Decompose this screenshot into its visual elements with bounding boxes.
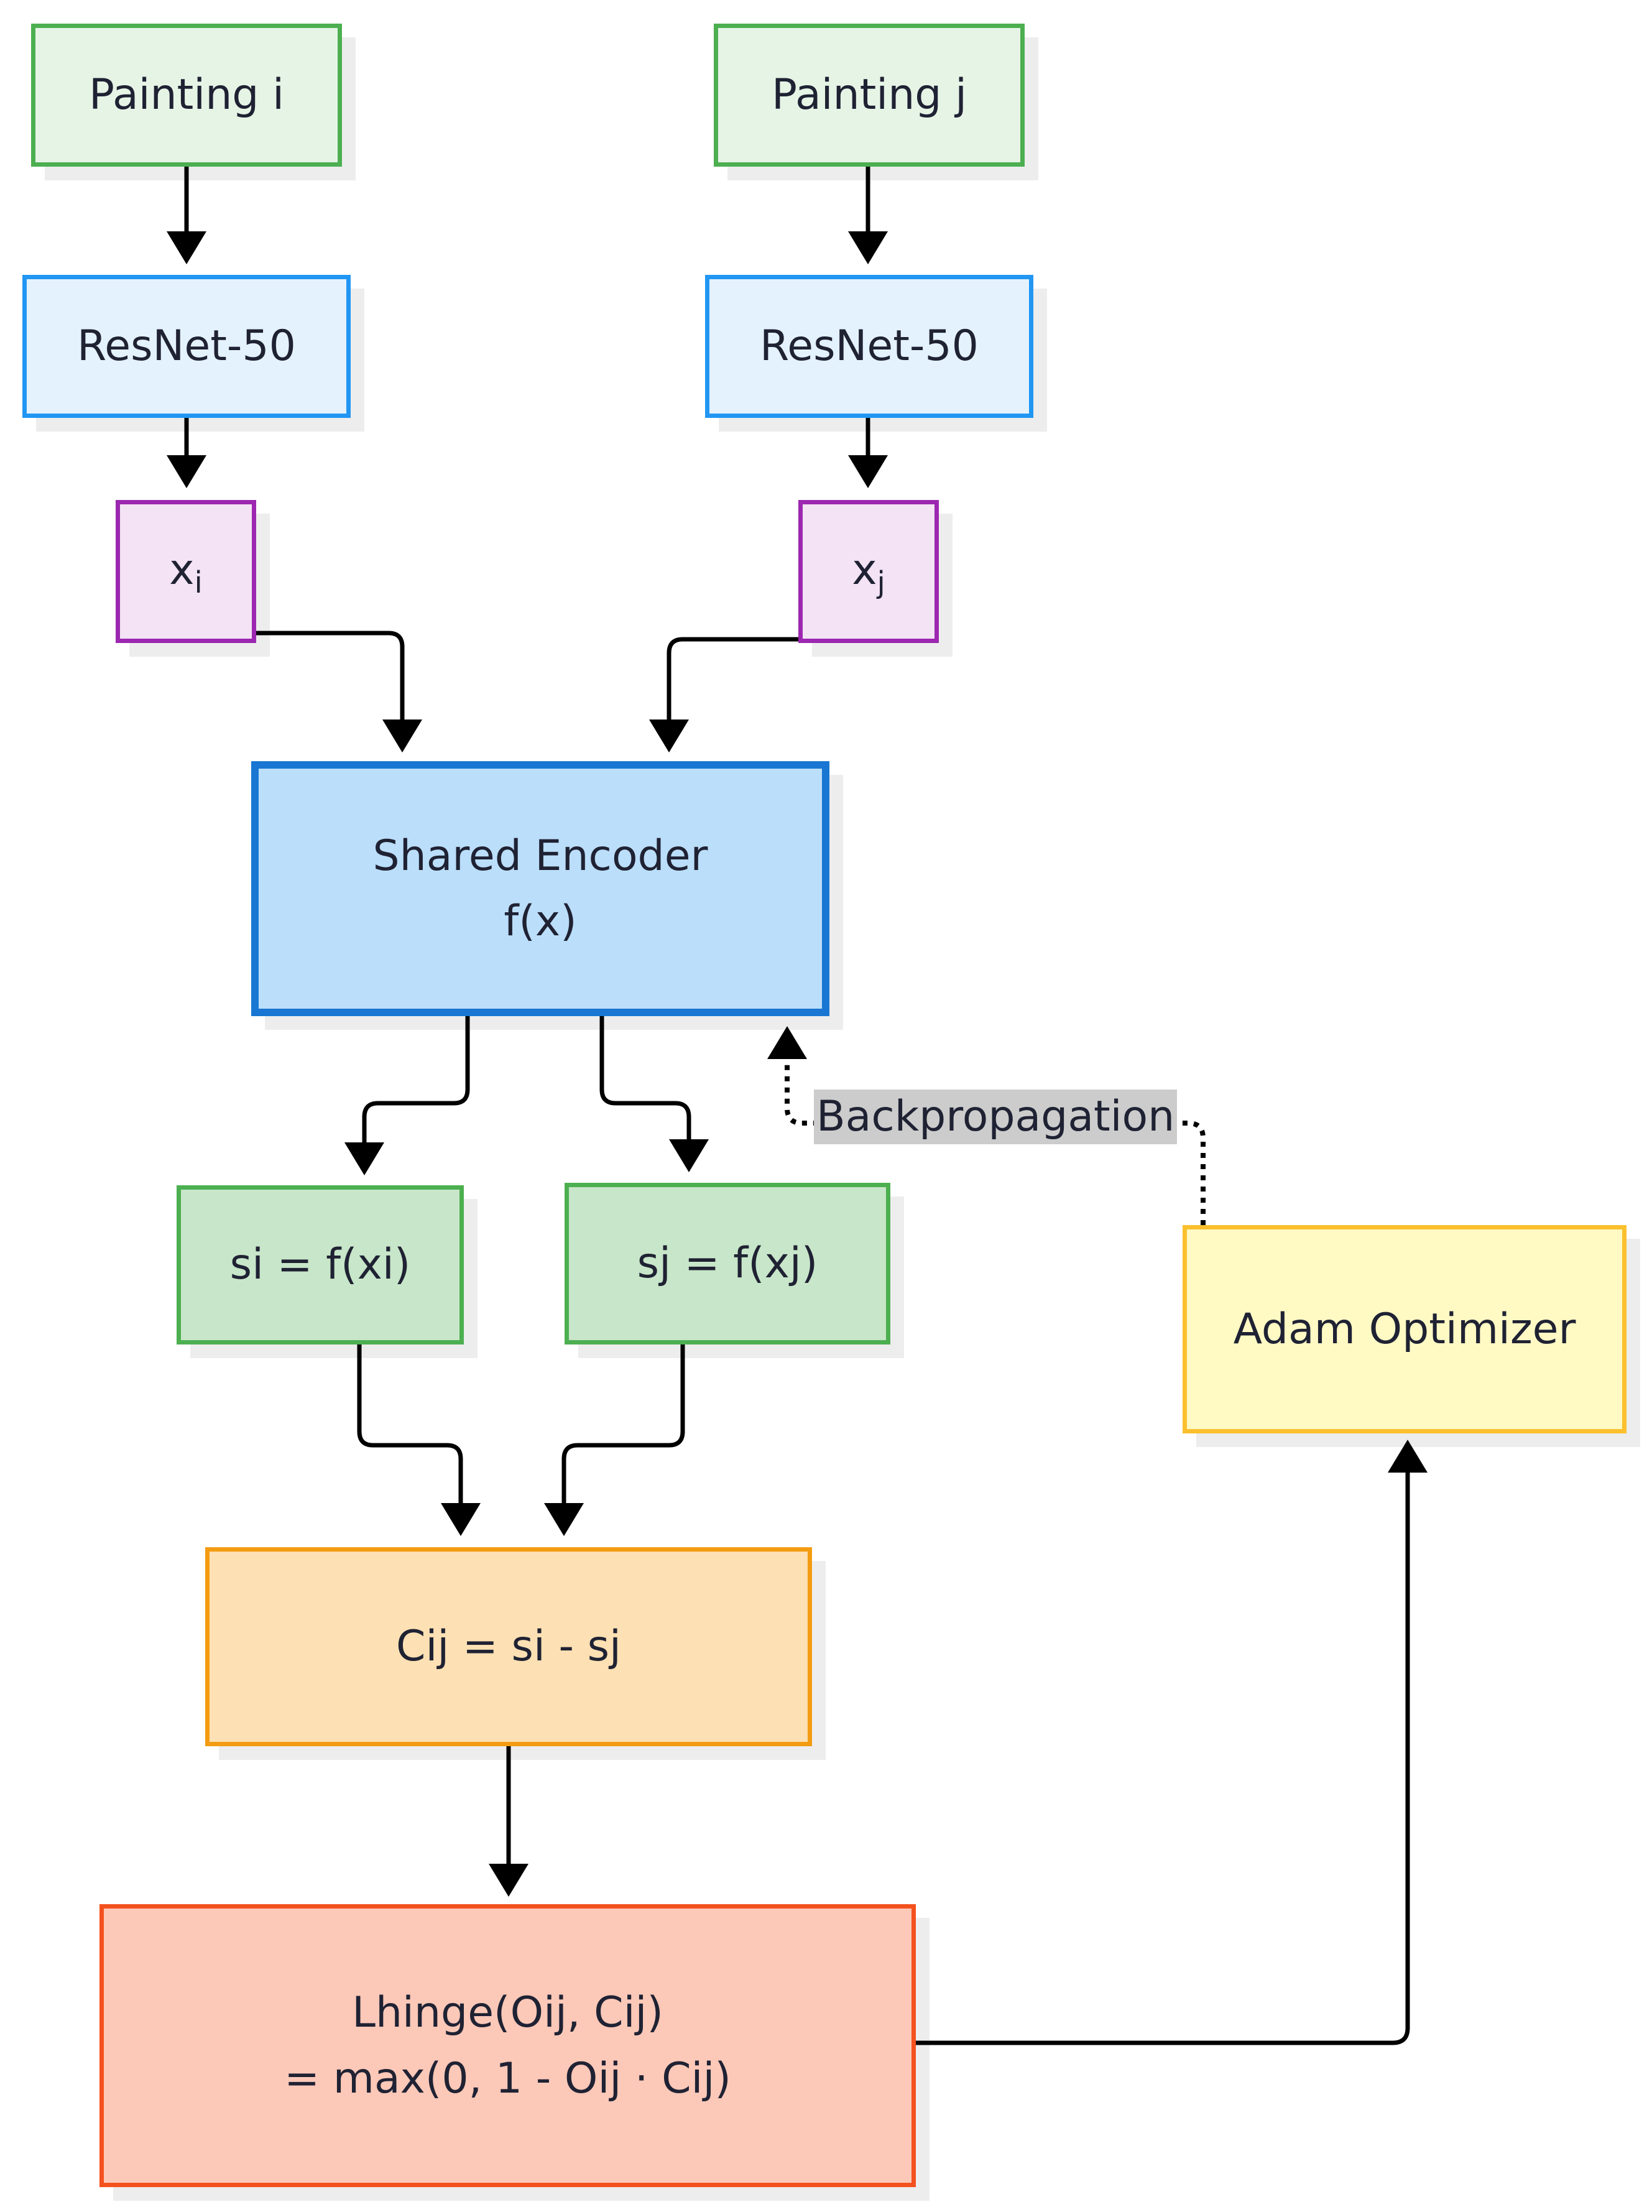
comparison-cij-node[interactable]: Cij = si - sj <box>205 1547 812 1746</box>
edge-encoder-to-si <box>344 1016 470 1175</box>
painting-j-label: Painting j <box>772 70 967 120</box>
backpropagation-label: Backpropagation <box>814 1090 1178 1144</box>
resnet-j-node[interactable]: ResNet-50 <box>705 275 1033 418</box>
encoder-title: Shared Encoder <box>372 831 708 881</box>
feature-xi-label: xi <box>169 537 203 606</box>
feature-xi-node[interactable]: xi <box>116 500 256 643</box>
score-si-label: si = f(xi) <box>229 1240 411 1290</box>
score-sj-node[interactable]: sj = f(xj) <box>565 1183 890 1344</box>
optimizer-label: Adam Optimizer <box>1233 1304 1576 1354</box>
feature-xj-base: x <box>852 545 877 595</box>
edge-resnet-to-xj <box>848 418 888 488</box>
edge-painting-i-to-resnet <box>167 167 206 264</box>
hinge-loss-node[interactable]: Lhinge(Oij, Cij) = max(0, 1 - Oij · Cij) <box>99 1904 916 2187</box>
edge-encoder-to-sj <box>599 1016 709 1172</box>
feature-xj-node[interactable]: xj <box>798 500 939 643</box>
loss-formula-line1: Lhinge(Oij, Cij) <box>352 1988 663 2038</box>
edge-loss-to-optimizer <box>916 1440 1428 2045</box>
score-si-node[interactable]: si = f(xi) <box>177 1185 464 1344</box>
comparison-label: Cij = si - sj <box>396 1622 621 1672</box>
edge-painting-j-to-resnet <box>848 167 888 264</box>
feature-xj-label: xj <box>852 537 885 606</box>
feature-xi-sub: i <box>194 565 203 600</box>
loss-formula-line2: = max(0, 1 - Oij · Cij) <box>284 2053 731 2103</box>
adam-optimizer-node[interactable]: Adam Optimizer <box>1183 1225 1627 1433</box>
edge-xj-to-encoder <box>649 637 798 752</box>
feature-xi-base: x <box>169 545 195 595</box>
edge-si-to-cij <box>357 1344 481 1536</box>
edge-cij-to-loss <box>489 1746 528 1897</box>
resnet-j-label: ResNet-50 <box>760 322 979 371</box>
painting-j-node[interactable]: Painting j <box>714 24 1025 167</box>
painting-i-node[interactable]: Painting i <box>31 24 342 167</box>
edge-xi-to-encoder <box>256 631 422 752</box>
encoder-function: f(x) <box>504 897 577 946</box>
edge-sj-to-cij <box>544 1344 685 1536</box>
edge-resnet-to-xi <box>167 418 206 488</box>
score-sj-label: sj = f(xj) <box>637 1239 818 1289</box>
shared-encoder-node[interactable]: Shared Encoder f(x) <box>251 761 829 1016</box>
painting-i-label: Painting i <box>89 70 284 120</box>
resnet-i-node[interactable]: ResNet-50 <box>22 275 351 418</box>
feature-xj-sub: j <box>877 565 885 600</box>
resnet-i-label: ResNet-50 <box>77 322 296 371</box>
